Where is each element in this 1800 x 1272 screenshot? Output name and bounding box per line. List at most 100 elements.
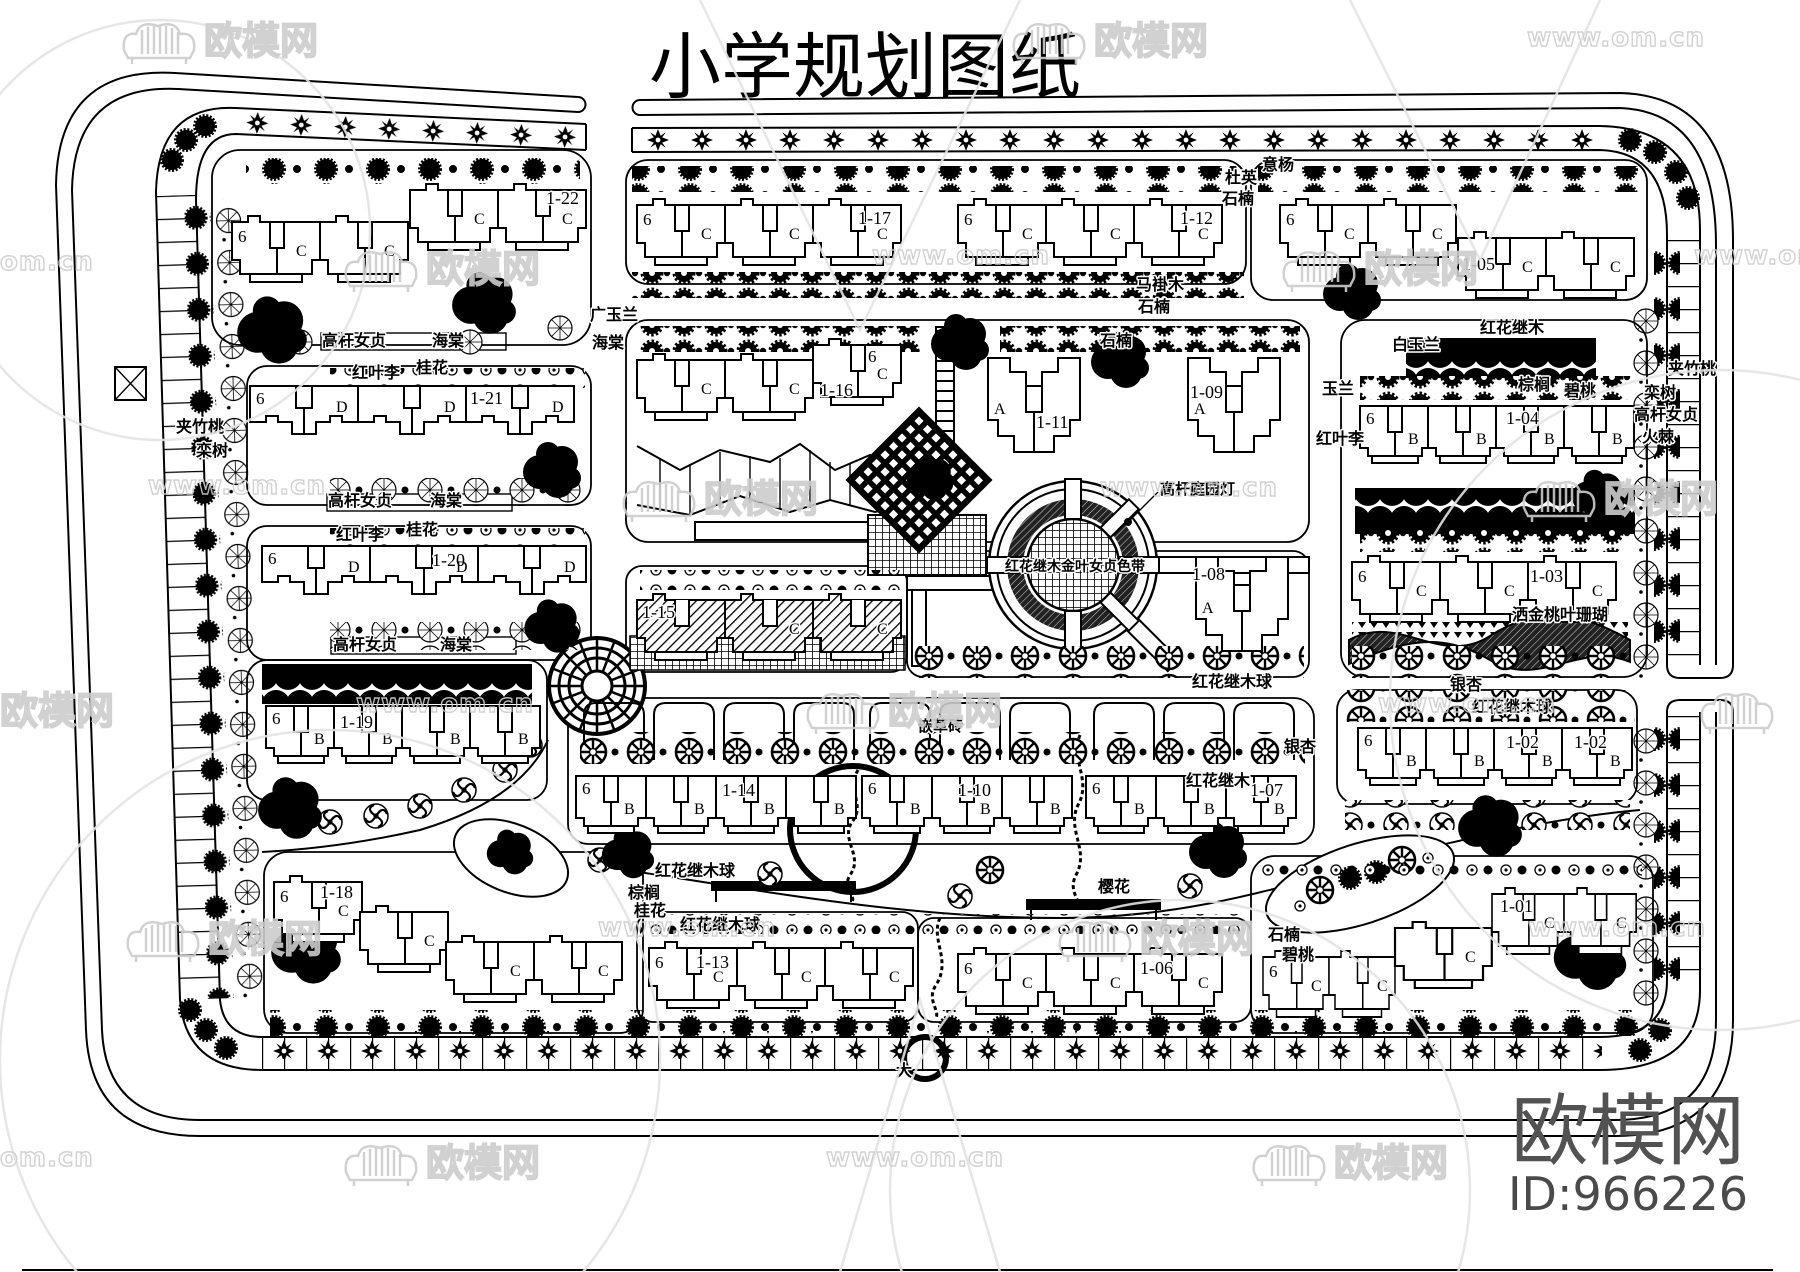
watermark-brand: 欧模网 [426, 1141, 540, 1185]
building-unit [1279, 198, 1369, 266]
building-id-label: 1-13 [696, 952, 729, 972]
zone-1-19 [246, 659, 548, 801]
floor-count-label: 6 [256, 389, 265, 408]
watermark-arc [1388, 368, 1800, 1032]
planting-rows [246, 158, 1642, 1036]
unit-type-label: C [424, 933, 435, 950]
tree-icon [406, 792, 434, 820]
building-id-label: 1-03 [1530, 566, 1563, 586]
watermark-arc [0, 18, 372, 442]
plant-label: 海棠 [432, 331, 465, 350]
unit-type-label: B [1204, 801, 1215, 818]
plant-label: 桂花 [415, 358, 448, 377]
building-id-label: 1-02 [1574, 732, 1607, 752]
plaza-spoke [986, 556, 1028, 574]
tree-icon [362, 802, 390, 830]
watermark-brand: 欧模网 [1094, 19, 1208, 63]
watermark-site: www.om.cn [872, 241, 1050, 271]
tree-icon [1628, 1038, 1652, 1062]
unit-type-label: C [1522, 259, 1533, 276]
building-labels: 1-22 1-17 1-12 1-05 1-21 1-16 1-11 1-09 … [238, 187, 1627, 996]
building-unit [724, 353, 814, 421]
plant-label: 红花继木 [1480, 318, 1545, 337]
plant-label: 红叶李 [1316, 429, 1365, 448]
road-end-cap [1666, 699, 1734, 713]
unit-type-label: C [1198, 226, 1209, 243]
plant-label: 高杆女贞 [322, 331, 386, 350]
tree-icon-row [214, 199, 265, 1000]
watermark-brand-large: 欧模网 [1511, 1087, 1745, 1177]
floor-count-label: 6 [1286, 210, 1295, 229]
building-unit [409, 183, 499, 251]
building-unit [1393, 920, 1493, 990]
plant-label: 广玉兰 [590, 305, 638, 324]
hedge-row [262, 664, 532, 704]
unit-type-label: C [1198, 975, 1209, 992]
road-outer-edge [639, 91, 1734, 665]
plant-label: 海棠 [592, 333, 625, 352]
unit-type-label: B [450, 731, 461, 748]
floor-count-label: 6 [1364, 731, 1373, 750]
unit-type-label: C [877, 226, 888, 243]
plant-label: 石楠 [1099, 331, 1132, 350]
watermark-brand: 欧模网 [1604, 477, 1718, 521]
unit-type-label: C [562, 211, 573, 228]
shrub-icon-row [330, 368, 585, 388]
tree-icon [174, 128, 198, 152]
plant-label: 碧桃 [1281, 945, 1314, 964]
plant-label: 石楠 [1137, 297, 1170, 316]
watermark-logo-icon [806, 692, 880, 736]
unit-type-label: C [1616, 915, 1627, 932]
floor-count-label: 6 [1269, 962, 1278, 981]
building-id-label: 1-09 [1190, 382, 1223, 402]
plant-label: 红花继木球 [1192, 672, 1273, 691]
tree-icon-row [183, 194, 234, 999]
plant-label: 棕榈 [628, 883, 660, 902]
tree-cluster-icon [601, 827, 655, 879]
spoke-segment [1099, 591, 1141, 633]
unit-type-label: C [598, 963, 609, 980]
road-end-cap [577, 96, 587, 113]
unit-type-label: C [789, 381, 800, 398]
tree-icon-row [246, 158, 580, 184]
building-id-label: 1-15 [642, 602, 675, 622]
watermark-logo-icon [344, 1144, 418, 1188]
unit-type-label: C [1344, 226, 1355, 243]
floor-count-label: 6 [643, 210, 652, 229]
open-tree-column-left [214, 199, 265, 1000]
building-unit [957, 947, 1047, 1015]
tree-icon-row [632, 272, 1244, 298]
unit-type-label: C [1022, 975, 1033, 992]
unit-type-label: C [510, 963, 521, 980]
tree-icon-row [1258, 166, 1638, 192]
shrub-icon-row [640, 570, 902, 590]
grass-paver-label: 嵌草砖 [918, 717, 963, 735]
tree-icon [975, 855, 1005, 885]
watermark-logo-icon [122, 22, 196, 66]
watermark-logo-icon [1252, 1144, 1326, 1188]
tree-icon [160, 148, 184, 172]
internal-lane-edge [261, 739, 549, 853]
tree-icon [193, 114, 217, 138]
site-boundary [22, 106, 1773, 1271]
building-id-label: 1-14 [722, 780, 755, 800]
unit-type-label: C [1432, 226, 1443, 243]
buildings [231, 183, 1638, 1018]
unit-type-label: C [1544, 915, 1555, 932]
floor-count-label: 6 [272, 709, 281, 728]
palm-row-top-left [234, 108, 586, 152]
building-unit [785, 775, 857, 834]
watermark-arc [888, 898, 1472, 1272]
plant-label: 火棘 [1642, 427, 1675, 446]
central-plaza [986, 478, 1310, 673]
unit-type-label: B [1612, 431, 1623, 448]
building-unit [1563, 405, 1635, 464]
building-id-label: 1-16 [820, 380, 853, 400]
unit-type-label: B [382, 731, 393, 748]
unit-type-label: C [1110, 226, 1121, 243]
vine-path [930, 917, 944, 1019]
watermark-site: www.om.cn [1378, 689, 1556, 719]
unit-type-label: A [994, 401, 1006, 418]
plant-label: 红花继木 [1186, 771, 1251, 790]
hedge-row [1406, 338, 1596, 378]
